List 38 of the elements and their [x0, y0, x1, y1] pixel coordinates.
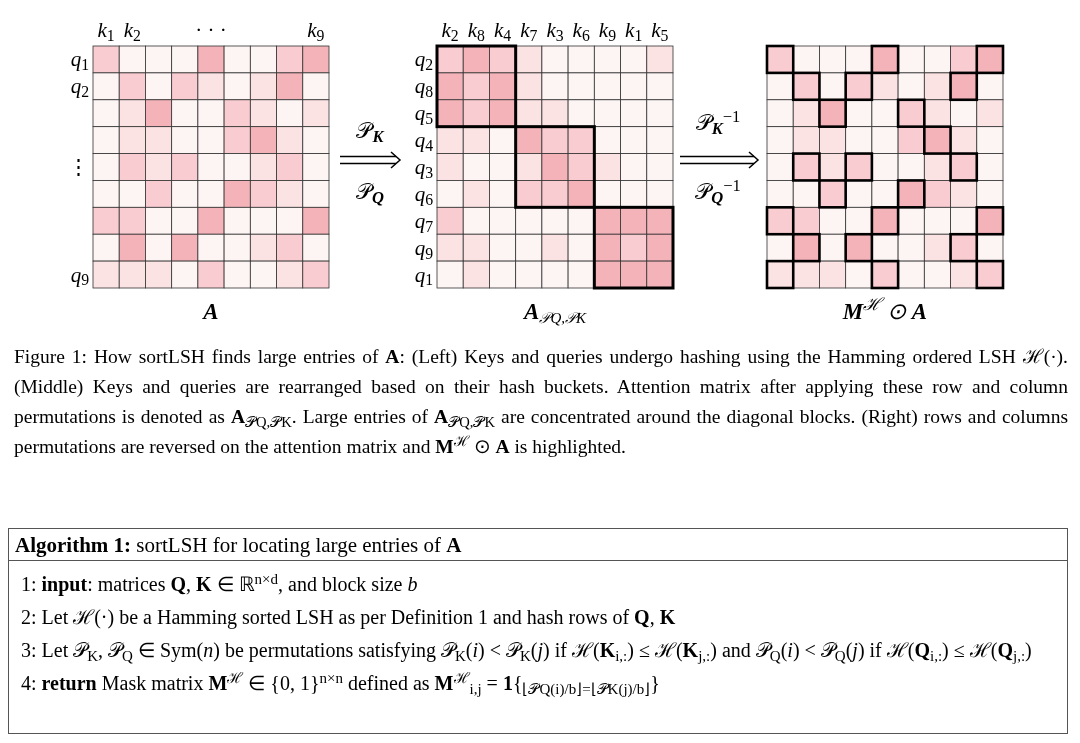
index-label: q$_{8}$ — [414, 74, 433, 99]
index-label: k$_{2}$ — [441, 18, 459, 42]
index-label: q$_{3}$ — [414, 155, 433, 179]
index-label: q$_{2}$ — [70, 74, 89, 99]
index-label: k$_{7}$ — [520, 18, 538, 42]
index-label: k$_{1}$ — [625, 18, 643, 42]
index-label: q$_{2}$ — [414, 47, 433, 72]
index-label: k$_{3}$ — [546, 18, 564, 42]
double-arrow — [679, 151, 759, 169]
index-label: k$_{6}$ — [572, 18, 590, 42]
index-label: q$_{9}$ — [414, 235, 433, 260]
index-label: q$_{6}$ — [414, 181, 433, 206]
index-label: k$_{4}$ — [493, 18, 512, 42]
index-label: q$_{4}$ — [414, 128, 433, 153]
algorithm-step: 2: Let ℋ(·) be a Hamming sorted LSH as per Definition 1 and hash rows of Q, K — [9, 604, 1067, 630]
algorithm-box — [8, 528, 1068, 734]
algorithm-step: 3: Let 𝒫$_{K}$, 𝒫$_{Q}$ ∈ Sym(n) be permutations satisfying 𝒫$_{K}$(i) < 𝒫$_{K}$(j) if ℋ(K$_{i,:}$) ≤ ℋ(K$_{j,:}$) and 𝒫$_{Q}$(i) < 𝒫$_{Q}$(j) if ℋ(Q$_{i,:}$) ≤ ℋ(Q$_{j,:}$) — [9, 637, 1067, 663]
index-label: q$_{7}$ — [414, 208, 433, 233]
edge-label: 𝒫$_{K}$ — [356, 120, 384, 142]
permutation-label: 𝒫$_{Q}$ — [356, 180, 384, 204]
index-label: q$_{1}$ — [414, 262, 433, 287]
index-label: k$_{1}$ — [97, 18, 115, 42]
figure-caption: Figure 1: How sortLSH finds large entries of A: (Left) Keys and queries undergo hashing using the Hamming ordered LSH ℋ(·). (Middle) Keys and queries are rearranged based on their hash buckets. Attention matrix after applying these row and column permutations is denoted as A$_{𝒫Q,𝒫K}$. Large entries of A$_{𝒫Q,𝒫K}$ are concentrated around the diagonal blocks. (Right) rows and columns permutations are reversed on the attention matrix and M$^{ℋ}$ ⊙ A is highlighted. — [14, 345, 1068, 459]
index-label: q$_{1}$ — [70, 47, 89, 72]
index-label: k$_{5}$ — [651, 18, 669, 42]
index-label: q$_{9}$ — [70, 262, 89, 287]
index-label: ⋮ — [68, 155, 89, 179]
algorithm-step: 1: input: matrices Q, K ∈ ℝ$^{n×d}$, and block size b — [9, 571, 1067, 597]
index-label: k$_{2}$ — [123, 18, 141, 42]
matrix-caption: A — [203, 300, 219, 323]
index-label: q$_{5}$ — [414, 101, 433, 126]
algorithm-step: 4: return Mask matrix M$^{ℋ}$ ∈ {0, 1}$^{n×n}$ defined as M$^{ℋ}$$_{i,j}$ = 1{$_{⌊𝒫Q(i)/b⌋=⌊𝒫K(j)/b⌋}$} — [9, 670, 1067, 696]
double-arrow — [339, 151, 401, 169]
index-label: · · · — [195, 18, 227, 42]
index-label: k$_{8}$ — [467, 18, 485, 42]
index-label: k$_{9}$ — [598, 18, 617, 42]
algorithm-heading: Algorithm 1: sortLSH for locating large entries of A — [9, 529, 1067, 561]
index-label: k$_{9}$ — [307, 18, 325, 42]
